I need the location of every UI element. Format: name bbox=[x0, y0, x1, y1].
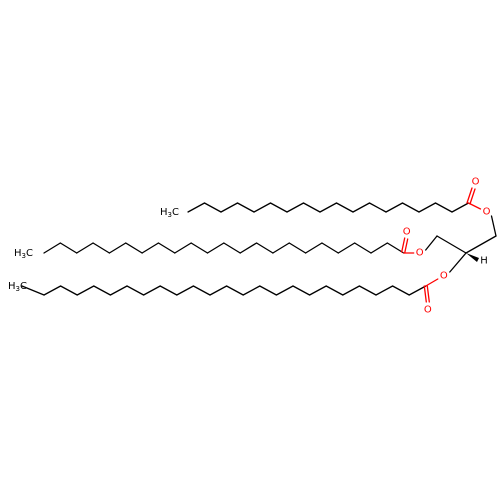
chain-2-bond bbox=[174, 242, 192, 254]
chain-2-bond bbox=[125, 242, 143, 254]
chain-3-bond bbox=[192, 285, 211, 296]
chain-3-bond bbox=[375, 285, 394, 296]
chain-3-bond bbox=[308, 285, 327, 296]
chain-3-bond bbox=[59, 285, 78, 296]
chain-2-bond bbox=[272, 242, 290, 254]
chain-1-bond bbox=[286, 202, 305, 213]
chain-2-bond bbox=[92, 242, 111, 254]
glycerol-bond bbox=[465, 235, 497, 254]
chain-1-bond bbox=[335, 202, 354, 213]
chain-1-bond bbox=[319, 202, 338, 213]
chain-2-methyl: H3C bbox=[14, 248, 33, 261]
chain-3-bond bbox=[242, 285, 261, 296]
chain-1-bond bbox=[352, 202, 371, 213]
chain-3-carbonyl-bond bbox=[423, 285, 427, 303]
chain-3-bond bbox=[76, 285, 95, 296]
chain-2-bond bbox=[141, 242, 160, 254]
chain-2-carbonyl-bond bbox=[404, 238, 409, 254]
chain-3-bond bbox=[225, 285, 244, 296]
chain-3-bond bbox=[43, 285, 62, 296]
chain-3-ester-bond bbox=[425, 278, 439, 287]
chain-2-bond bbox=[288, 242, 307, 254]
chain-1-bond bbox=[253, 202, 272, 213]
chain-2-bond bbox=[223, 242, 241, 254]
chain-1-bond bbox=[401, 202, 420, 213]
chain-1-methyl: H3C bbox=[160, 207, 179, 220]
chain-1-bond bbox=[302, 202, 321, 213]
chain-1-carbonyl-bond bbox=[466, 187, 473, 204]
chain-3-bond bbox=[142, 285, 161, 296]
chain-3-bond bbox=[109, 285, 128, 296]
chain-2-bond bbox=[108, 242, 127, 254]
chain-2-carbonyl-oxygen: O bbox=[403, 227, 411, 238]
stereo-hydrogen: H bbox=[480, 256, 488, 267]
chain-2-bond bbox=[206, 242, 225, 254]
chain-3-bond bbox=[159, 285, 178, 296]
chain-2-bond bbox=[255, 242, 274, 254]
chain-3-glycerol-bond bbox=[449, 252, 467, 273]
chain-3-ester-oxygen: O bbox=[440, 271, 448, 282]
chain-1-ester-bond bbox=[467, 202, 482, 210]
chain-3-bond bbox=[126, 285, 145, 296]
chain-3-carbonyl-oxygen: O bbox=[424, 305, 432, 316]
chain-1-bond bbox=[368, 202, 387, 213]
chain-3-bond bbox=[93, 285, 112, 296]
chain-3-bond bbox=[391, 285, 410, 296]
chain-1-ester-oxygen: O bbox=[483, 207, 491, 218]
chain-2-bond bbox=[43, 242, 61, 254]
chain-3-bond bbox=[325, 285, 344, 296]
chain-2-bond bbox=[190, 242, 209, 254]
chain-1-carbonyl-bond bbox=[469, 188, 476, 205]
chain-1-bond bbox=[385, 202, 404, 213]
chain-3-bond bbox=[21, 285, 45, 296]
chain-3-bond bbox=[292, 285, 311, 296]
chain-2-bond bbox=[157, 242, 176, 254]
chain-2-bond bbox=[370, 242, 389, 254]
chain-1-bond bbox=[434, 202, 453, 213]
chain-3-bond bbox=[209, 285, 228, 296]
glycerol-bond bbox=[436, 235, 467, 254]
stereo-wedge bbox=[466, 253, 479, 262]
chain-1-bond bbox=[451, 202, 470, 213]
chain-1-bond bbox=[236, 202, 255, 213]
chain-1-bond bbox=[187, 202, 206, 213]
chain-1-carbonyl-oxygen: O bbox=[472, 177, 480, 188]
chain-3-bond bbox=[275, 285, 294, 296]
glycerol-bond bbox=[490, 215, 497, 237]
chain-3-bond bbox=[408, 285, 427, 296]
chain-2-bond bbox=[321, 242, 339, 254]
chain-2-bond bbox=[337, 242, 356, 254]
chain-1-bond bbox=[418, 202, 437, 213]
chain-2-glycerol-bond bbox=[425, 235, 438, 251]
chain-3-bond bbox=[342, 285, 361, 296]
chain-3-carbonyl-bond bbox=[426, 285, 430, 303]
chain-2-bond bbox=[353, 242, 372, 254]
chain-1-bond bbox=[220, 202, 239, 213]
chain-2-bond bbox=[76, 242, 94, 254]
chain-2-bond bbox=[239, 242, 258, 254]
chain-3-bond bbox=[259, 285, 278, 296]
chain-1-bond bbox=[269, 202, 288, 213]
chain-2-ester-oxygen: O bbox=[416, 248, 424, 259]
chain-2-bond bbox=[59, 242, 78, 254]
chain-1-bond bbox=[203, 202, 222, 213]
chain-2-carbonyl-bond bbox=[401, 237, 406, 253]
chain-3-bond bbox=[358, 285, 377, 296]
chain-2-bond bbox=[304, 242, 323, 254]
chain-3-bond bbox=[176, 285, 195, 296]
chain-2-bond bbox=[386, 242, 405, 254]
